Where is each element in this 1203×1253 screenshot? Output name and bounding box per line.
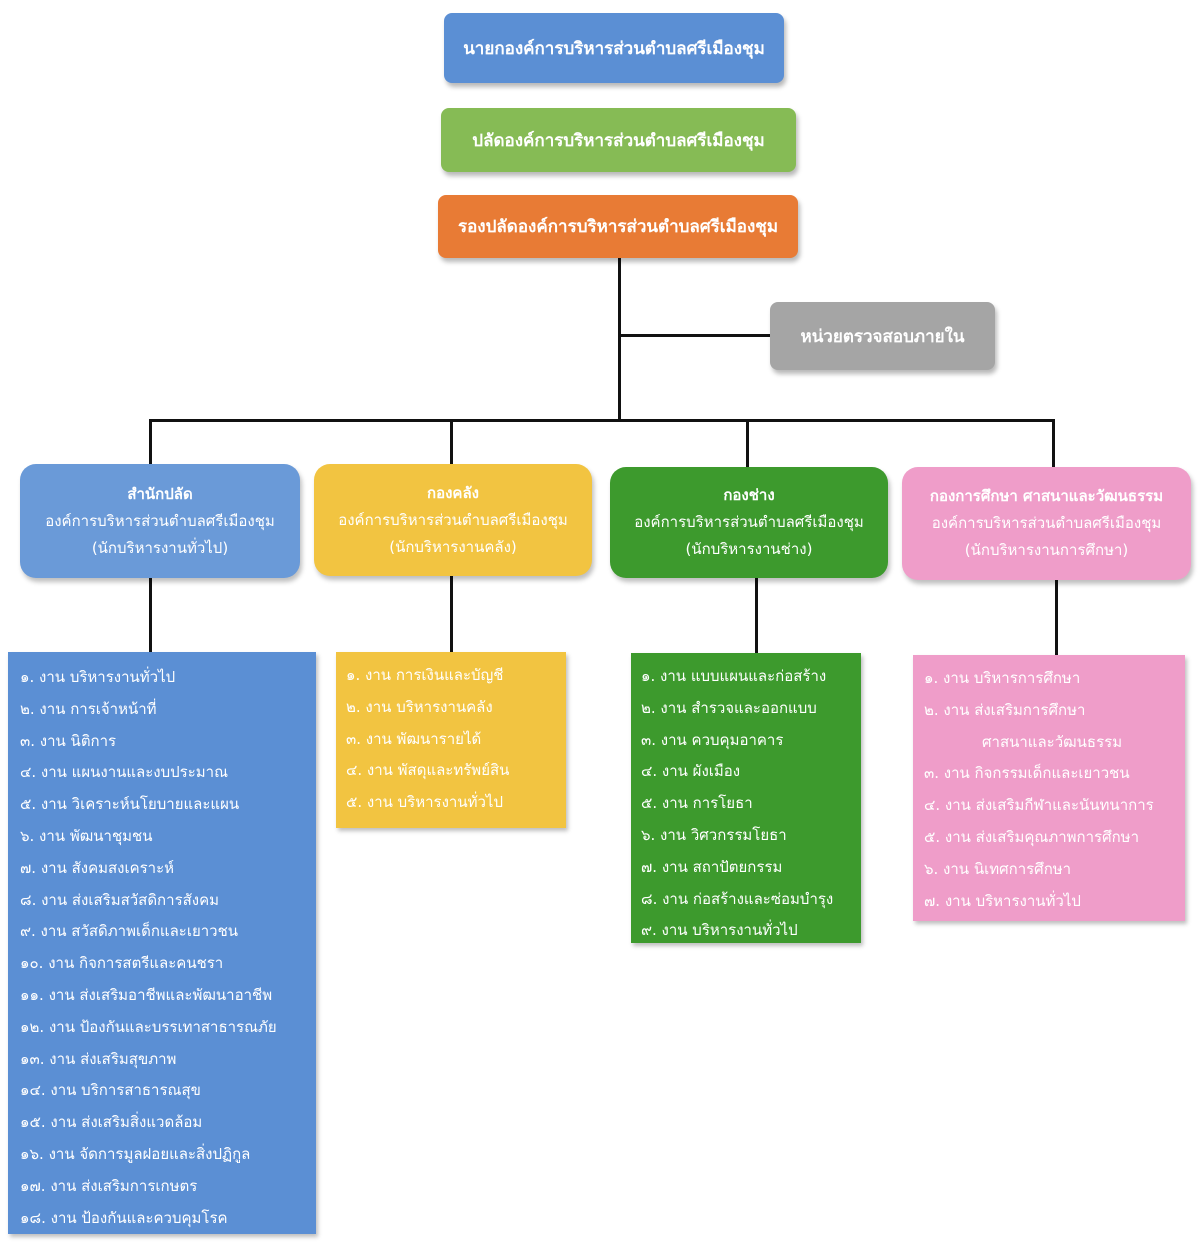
- connector-list-engineering: [755, 576, 758, 653]
- list-item: ๒. งาน สำรวจและออกแบบ: [641, 698, 817, 717]
- deputy-box: ปลัดองค์การบริหารส่วนตำบลศรีเมืองชุม: [441, 108, 796, 172]
- list-item: ๕. งาน ส่งเสริมคุณภาพการศึกษา: [924, 827, 1139, 846]
- list-item: ๑๑. งาน ส่งเสริมอาชีพและพัฒนาอาชีพ: [20, 985, 273, 1004]
- dept-office-box: สำนักปลัด องค์การบริหารส่วนตำบลศรีเมืองช…: [20, 464, 300, 578]
- list-item: ๔. งาน ผังเมือง: [641, 762, 741, 781]
- connector-list-finance: [450, 576, 453, 652]
- list-item: ๓. งาน กิจกรรมเด็กและเยาวชน: [924, 764, 1130, 783]
- list-item: ๔. งาน แผนงานและงบประมาณ: [20, 763, 228, 782]
- list-item: ๗. งาน สังคมสงเคราะห์: [20, 858, 175, 877]
- list-item: ๑๐. งาน กิจการสตรีและคนชรา: [20, 954, 224, 973]
- dept-org: องค์การบริหารส่วนตำบลศรีเมืองชุม: [338, 510, 568, 529]
- dept-finance-box: กองคลัง องค์การบริหารส่วนตำบลศรีเมืองชุม…: [314, 464, 592, 576]
- connector-audit: [618, 334, 772, 337]
- dept-engineering-box: กองช่าง องค์การบริหารส่วนตำบลศรีเมืองชุม…: [610, 467, 888, 578]
- connector-list-office: [149, 578, 152, 652]
- assistant-box: รองปลัดองค์การบริหารส่วนตำบลศรีเมืองชุม: [438, 195, 798, 258]
- list-item: ๑๕. งาน ส่งเสริมสิ่งแวดล้อม: [20, 1113, 203, 1132]
- dept-role: (นักบริหารงานการศึกษา): [964, 541, 1129, 559]
- dept-finance-tasks: ๑. งาน การเงินและบัญชี ๒. งาน บริหารงานค…: [336, 652, 566, 828]
- assistant-title: รองปลัดองค์การบริหารส่วนตำบลศรีเมืองชุม: [457, 217, 779, 237]
- list-item: ๑. งาน บริหารงานทั่วไป: [20, 668, 176, 686]
- dept-education-box: กองการศึกษา ศาสนาและวัฒนธรรม องค์การบริห…: [902, 467, 1191, 580]
- list-item: ๗. งาน บริหารงานทั่วไป: [924, 891, 1081, 910]
- audit-title: หน่วยตรวจสอบภายใน: [800, 326, 965, 347]
- connector-trunk: [618, 258, 621, 421]
- dept-role: (นักบริหารงานทั่วไป): [91, 538, 229, 557]
- list-item: ๖. งาน นิเทศการศึกษา: [924, 859, 1072, 878]
- dept-title: กองคลัง: [427, 483, 479, 502]
- list-item: ๒. งาน บริหารงานคลัง: [346, 697, 493, 716]
- list-item: ๘. งาน ก่อสร้างและซ่อมบำรุง: [641, 889, 834, 908]
- connector-drop-education: [1052, 419, 1055, 469]
- dept-title: กองการศึกษา ศาสนาและวัฒนธรรม: [929, 487, 1164, 505]
- list-item: ๙. งาน สวัสดิภาพเด็กและเยาวชน: [20, 922, 239, 941]
- list-item: ศาสนาและวัฒนธรรม: [982, 732, 1123, 751]
- list-item: ๒. งาน การเจ้าหน้าที่: [20, 699, 157, 718]
- list-item: ๖. งาน พัฒนาชุมชน: [20, 826, 153, 845]
- list-item: ๔. งาน พัสดุและทรัพย์สิน: [346, 761, 510, 780]
- list-item: ๑. งาน บริหารการศึกษา: [924, 669, 1081, 687]
- chief-box: นายกองค์การบริหารส่วนตำบลศรีเมืองชุม: [444, 13, 784, 83]
- deputy-title: ปลัดองค์การบริหารส่วนตำบลศรีเมืองชุม: [472, 130, 765, 151]
- connector-drop-engineering: [746, 419, 749, 469]
- list-item: ๑๗. งาน ส่งเสริมการเกษตร: [20, 1176, 198, 1195]
- dept-role: (นักบริหารงานช่าง): [685, 540, 813, 558]
- dept-engineering-tasks: ๑. งาน แบบแผนและก่อสร้าง ๒. งาน สำรวจและ…: [631, 653, 861, 943]
- dept-org: องค์การบริหารส่วนตำบลศรีเมืองชุม: [634, 513, 864, 531]
- list-item: ๔. งาน ส่งเสริมกีฬาและนันทนาการ: [924, 796, 1154, 815]
- list-item: ๑๓. งาน ส่งเสริมสุขภาพ: [20, 1049, 177, 1068]
- dept-title: กองช่าง: [723, 486, 775, 504]
- dept-title: สำนักปลัด: [127, 484, 193, 503]
- connector-list-education: [1055, 580, 1058, 655]
- audit-box: หน่วยตรวจสอบภายใน: [770, 302, 995, 370]
- list-item: ๑๖. งาน จัดการมูลฝอยและสิ่งปฏิกูล: [20, 1144, 251, 1163]
- list-item: ๖. งาน วิศวกรรมโยธา: [641, 825, 787, 844]
- list-item: ๕. งาน วิเคราะห์นโยบายและแผน: [20, 795, 240, 814]
- dept-org: องค์การบริหารส่วนตำบลศรีเมืองชุม: [45, 511, 275, 530]
- list-item: ๑๔. งาน บริการสาธารณสุข: [20, 1081, 201, 1100]
- list-item: ๓. งาน ควบคุมอาคาร: [641, 730, 784, 749]
- connector-drop-office: [149, 419, 152, 467]
- list-item: ๙. งาน บริหารงานทั่วไป: [641, 921, 798, 940]
- list-item: ๕. งาน การโยธา: [641, 794, 753, 813]
- list-item: ๑๒. งาน ป้องกันและบรรเทาสาธารณภัย: [20, 1017, 277, 1036]
- list-item: ๗. งาน สถาปัตยกรรม: [641, 857, 783, 876]
- list-item: ๘. งาน ส่งเสริมสวัสดิการสังคม: [20, 890, 220, 909]
- dept-role: (นักบริหารงานคลัง): [389, 537, 517, 556]
- dept-office-tasks: ๑. งาน บริหารงานทั่วไป ๒. งาน การเจ้าหน้…: [8, 652, 316, 1234]
- chief-title: นายกองค์การบริหารส่วนตำบลศรีเมืองชุม: [463, 38, 765, 59]
- list-item: ๑. งาน แบบแผนและก่อสร้าง: [641, 667, 827, 685]
- connector-horizontal: [149, 419, 1055, 422]
- dept-org: องค์การบริหารส่วนตำบลศรีเมืองชุม: [931, 514, 1162, 532]
- list-item: ๑. งาน การเงินและบัญชี: [346, 666, 504, 684]
- dept-education-tasks: ๑. งาน บริหารการศึกษา ๒. งาน ส่งเสริมการ…: [913, 655, 1185, 921]
- connector-drop-finance: [450, 419, 453, 467]
- list-item: ๓. งาน นิติการ: [20, 731, 117, 750]
- list-item: ๑๘. งาน ป้องกันและควบคุมโรค: [20, 1208, 228, 1227]
- list-item: ๕. งาน บริหารงานทั่วไป: [346, 793, 503, 812]
- list-item: ๓. งาน พัฒนารายได้: [346, 729, 482, 748]
- list-item: ๒. งาน ส่งเสริมการศึกษา: [924, 700, 1086, 719]
